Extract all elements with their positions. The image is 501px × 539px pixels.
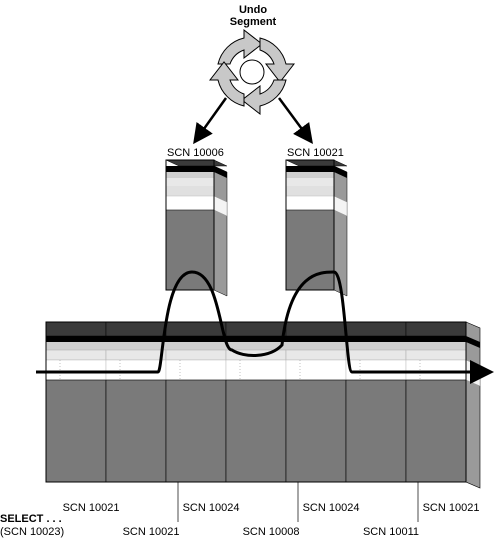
table-block [165,321,227,483]
table-block-label: SCN 10011 [363,526,419,538]
undo-blocks [165,159,348,297]
table-block [105,321,167,483]
table-block [345,321,407,483]
table-block-label: SCN 10024 [303,502,360,514]
table-side-face [465,321,481,489]
select-query-line2: (SCN 10023) [0,526,64,538]
table-block-label: SCN 10024 [183,502,240,514]
undo-segment-title-line2: Segment [230,16,277,28]
undo-segment-title-line1: Undo [239,4,267,16]
table-block [45,321,107,483]
select-query-line1: SELECT . . . [0,513,62,525]
table-block-label: SCN 10021 [123,526,180,538]
undo-block [165,159,228,297]
table-block [285,321,347,483]
arrow-to-undo-block-2 [277,97,313,145]
table-block-label: SCN 10021 [63,502,120,514]
undo-block-1-label: SCN 10006 [167,147,224,159]
query-read-path-curve [36,270,494,384]
table-block [405,321,467,483]
table-block-label: SCN 10021 [423,502,480,514]
undo-block-2-label: SCN 10021 [287,147,344,159]
table-block-label: SCN 10008 [243,526,300,538]
table-block [225,321,287,483]
arrow-to-undo-block-1 [193,97,228,145]
table-blocks [45,321,481,489]
undo-segment-cycle-icon [208,28,296,116]
